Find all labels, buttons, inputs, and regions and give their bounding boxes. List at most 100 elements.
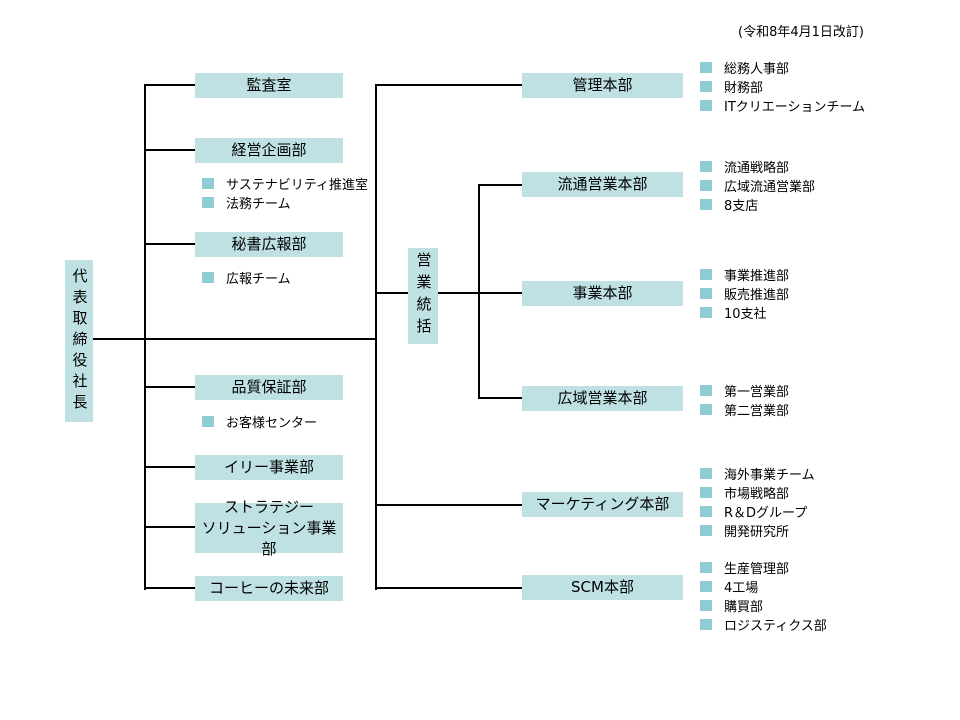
sales-supervision-box: 営業統括 — [408, 248, 438, 344]
sub-dept-label: 販売推進部 — [724, 288, 790, 303]
sub-dept-label: 8支店 — [724, 199, 759, 214]
bullet-square-icon — [202, 178, 214, 189]
bullet-square-icon — [202, 272, 214, 283]
sub-dept-label: 4工場 — [724, 581, 759, 596]
connector-left-trunk — [144, 84, 146, 590]
connector-branch-audit — [145, 84, 195, 86]
dept-box-admin-hq: 管理本部 — [522, 73, 683, 98]
connector-branch-quality — [145, 386, 195, 388]
bullet-square-icon — [700, 404, 712, 415]
list-item: 10支社 — [700, 303, 789, 322]
sub-dept-label: 財務部 — [724, 81, 764, 96]
bullet-square-icon — [700, 385, 712, 396]
bullet-square-icon — [700, 161, 712, 172]
sublist-widearea-sales-hq: 第一営業部 第二営業部 — [700, 381, 789, 419]
dept-box-quality-assurance: 品質保証部 — [195, 375, 343, 400]
bullet-square-icon — [700, 468, 712, 479]
list-item: 開発研究所 — [700, 521, 815, 540]
list-item: 市場戦略部 — [700, 483, 815, 502]
sub-dept-label: R＆Dグループ — [724, 506, 808, 521]
bullet-square-icon — [700, 62, 712, 73]
dept-box-distribution-sales-hq: 流通営業本部 — [522, 172, 683, 197]
sub-dept-label: 第二営業部 — [724, 404, 790, 419]
sub-dept-label: 事業推進部 — [724, 269, 790, 284]
dept-box-scm-hq: SCM本部 — [522, 575, 683, 600]
list-item: 第一営業部 — [700, 381, 789, 400]
dept-box-secretary-pr: 秘書広報部 — [195, 232, 343, 257]
bullet-square-icon — [700, 81, 712, 92]
list-item: 4工場 — [700, 577, 827, 596]
bullet-square-icon — [700, 525, 712, 536]
sub-dept-label: 開発研究所 — [724, 525, 790, 540]
list-item: R＆Dグループ — [700, 502, 815, 521]
list-item: 流通戦略部 — [700, 157, 815, 176]
list-item: ロジスティクス部 — [700, 615, 827, 634]
connector-branch-marketing — [375, 504, 522, 506]
list-item: サステナビリティ推進室 — [202, 174, 368, 193]
list-item: お客様センター — [202, 412, 317, 431]
connector-branch-admin — [375, 84, 522, 86]
sub-dept-label: お客様センター — [226, 416, 318, 431]
bullet-square-icon — [202, 197, 214, 208]
dept-box-illy-business: イリー事業部 — [195, 455, 343, 480]
bullet-square-icon — [700, 487, 712, 498]
list-item: 広域流通営業部 — [700, 176, 815, 195]
connector-sales-left — [375, 292, 408, 294]
bullet-square-icon — [700, 562, 712, 573]
bullet-square-icon — [700, 199, 712, 210]
bullet-square-icon — [700, 307, 712, 318]
sub-dept-label: 海外事業チーム — [724, 468, 815, 483]
sub-dept-label: ロジスティクス部 — [724, 619, 827, 634]
sub-dept-label: ITクリエーションチーム — [724, 100, 866, 115]
sublist-quality-assurance: お客様センター — [202, 412, 317, 431]
bullet-square-icon — [700, 506, 712, 517]
connector-sales-right — [438, 292, 522, 294]
sublist-corporate-planning: サステナビリティ推進室 法務チーム — [202, 174, 368, 212]
list-item: 8支店 — [700, 195, 815, 214]
sub-dept-label: 法務チーム — [226, 197, 291, 212]
sub-dept-label: 市場戦略部 — [724, 487, 790, 502]
dept-box-audit-office: 監査室 — [195, 73, 343, 98]
sublist-marketing-hq: 海外事業チーム 市場戦略部 R＆Dグループ 開発研究所 — [700, 464, 815, 540]
connector-branch-distribution — [478, 184, 522, 186]
sub-dept-label: 流通戦略部 — [724, 161, 790, 176]
bullet-square-icon — [700, 600, 712, 611]
president-box: 代表取締役社長 — [65, 260, 93, 422]
bullet-square-icon — [700, 581, 712, 592]
sub-dept-label: 生産管理部 — [724, 562, 790, 577]
bullet-square-icon — [202, 416, 214, 427]
connector-branch-widearea — [478, 397, 522, 399]
sub-dept-label: 購買部 — [724, 600, 764, 615]
connector-branch-secretary — [145, 243, 195, 245]
connector-sales-trunk — [478, 184, 480, 399]
connector-branch-strategy — [145, 526, 195, 528]
dept-box-corporate-planning: 経営企画部 — [195, 138, 343, 163]
bullet-square-icon — [700, 100, 712, 111]
sublist-secretary-pr: 広報チーム — [202, 268, 291, 287]
sub-dept-label: 第一営業部 — [724, 385, 790, 400]
connector-president-main — [93, 338, 376, 340]
sub-dept-label: 広報チーム — [226, 272, 291, 287]
list-item: 法務チーム — [202, 193, 368, 212]
list-item: 生産管理部 — [700, 558, 827, 577]
list-item: 広報チーム — [202, 268, 291, 287]
sub-dept-label: 10支社 — [724, 307, 767, 322]
connector-branch-planning — [145, 149, 195, 151]
list-item: 第二営業部 — [700, 400, 789, 419]
dept-box-coffee-future: コーヒーの未来部 — [195, 576, 343, 601]
bullet-square-icon — [700, 180, 712, 191]
sublist-business-hq: 事業推進部 販売推進部 10支社 — [700, 265, 789, 322]
sublist-distribution-sales-hq: 流通戦略部 広域流通営業部 8支店 — [700, 157, 815, 214]
connector-branch-coffee — [145, 587, 195, 589]
bullet-square-icon — [700, 269, 712, 280]
list-item: 海外事業チーム — [700, 464, 815, 483]
bullet-square-icon — [700, 288, 712, 299]
sub-dept-label: 総務人事部 — [724, 62, 790, 77]
list-item: 販売推進部 — [700, 284, 789, 303]
list-item: 購買部 — [700, 596, 827, 615]
sub-dept-label: 広域流通営業部 — [724, 180, 816, 195]
connector-branch-illy — [145, 466, 195, 468]
list-item: ITクリエーションチーム — [700, 96, 865, 115]
revision-note: (令和8年4月1日改訂) — [738, 25, 864, 40]
